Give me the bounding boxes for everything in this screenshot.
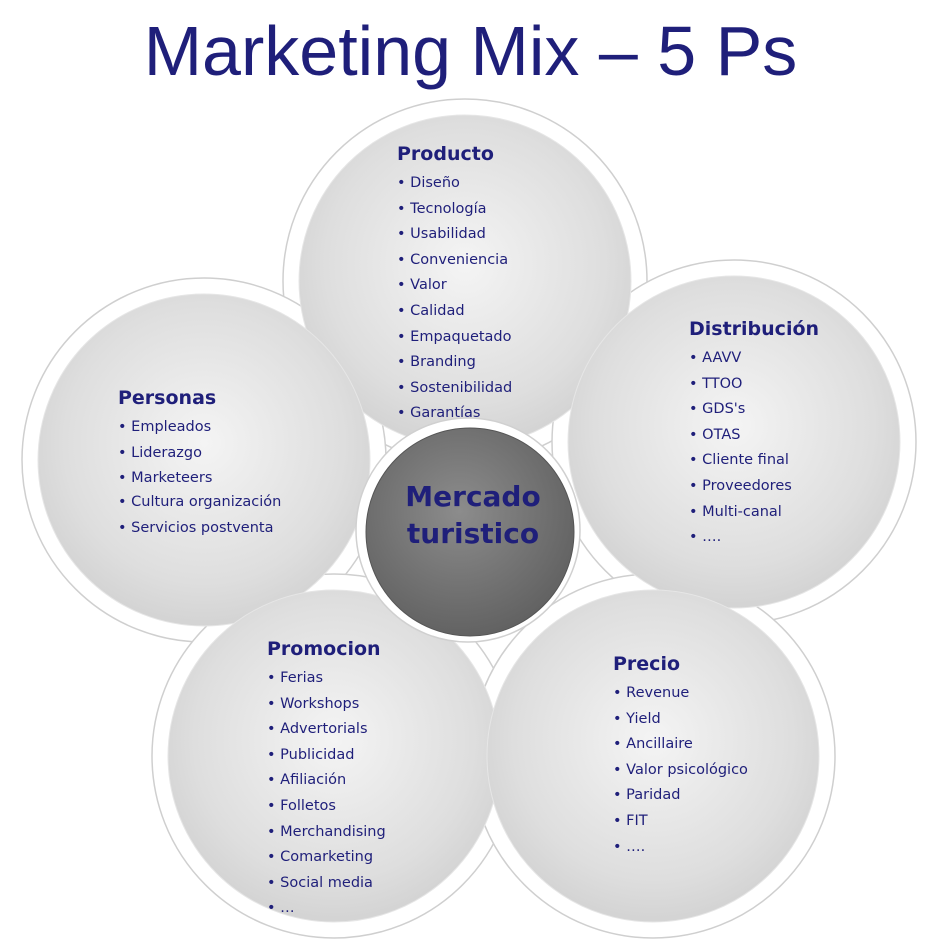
list-item: Empleados (118, 415, 288, 441)
list-item: Advertorials (267, 717, 386, 743)
center-label: Mercado turistico (366, 478, 580, 552)
list-item: FIT (613, 809, 748, 835)
producto-list: Diseño Tecnología Usabilidad Convenienci… (397, 171, 512, 427)
list-item: Calidad (397, 299, 512, 325)
center-label-line1: Mercado (405, 480, 541, 513)
distribucion-list: AAVV TTOO GDS's OTAS Cliente final Prove… (689, 346, 819, 551)
producto-title: Producto (397, 143, 494, 165)
precio-list: Revenue Yield Ancillaire Valor psicológi… (613, 681, 748, 860)
precio-title: Precio (613, 653, 681, 675)
list-item: Diseño (397, 171, 512, 197)
list-item: Folletos (267, 794, 386, 820)
list-item: Comarketing (267, 845, 386, 871)
promocion-block: Promocion Ferias Workshops Advertorials … (267, 638, 386, 922)
list-item: Marketeers (118, 466, 288, 492)
list-item: Tecnología (397, 197, 512, 223)
center-label-line2: turistico (406, 517, 540, 550)
list-item: Valor psicológico (613, 758, 748, 784)
list-item: TTOO (689, 372, 819, 398)
list-item: Revenue (613, 681, 748, 707)
list-item: Yield (613, 707, 748, 733)
list-item: Servicios postventa (118, 516, 288, 542)
list-item: Usabilidad (397, 222, 512, 248)
distribucion-block: Distribución AAVV TTOO GDS's OTAS Client… (689, 318, 819, 551)
list-item: Multi-canal (689, 500, 819, 526)
center-circle (365, 427, 575, 637)
list-item: GDS's (689, 397, 819, 423)
list-item: Liderazgo (118, 441, 288, 467)
list-item: Valor (397, 273, 512, 299)
list-item: Merchandising (267, 820, 386, 846)
precio-block: Precio Revenue Yield Ancillaire Valor ps… (613, 653, 748, 860)
list-item: Ancillaire (613, 732, 748, 758)
list-item: Publicidad (267, 743, 386, 769)
list-item: Afiliación (267, 768, 386, 794)
personas-list: Empleados Liderazgo Marketeers Cultura o… (118, 415, 288, 541)
list-item: Social media (267, 871, 386, 897)
promocion-title: Promocion (267, 638, 381, 660)
list-item: Empaquetado (397, 325, 512, 351)
list-item: OTAS (689, 423, 819, 449)
page-title: Marketing Mix – 5 Ps (143, 12, 798, 90)
promocion-list: Ferias Workshops Advertorials Publicidad… (267, 666, 386, 922)
list-item: Proveedores (689, 474, 819, 500)
personas-block: Personas Empleados Liderazgo Marketeers … (118, 387, 288, 541)
list-item: Cultura organización (118, 492, 288, 513)
personas-title: Personas (118, 387, 217, 409)
list-item: Cliente final (689, 448, 819, 474)
list-item: … (267, 896, 386, 922)
list-item: Branding (397, 350, 512, 376)
list-item: Sostenibilidad (397, 376, 512, 402)
producto-block: Producto Diseño Tecnología Usabilidad Co… (397, 143, 512, 427)
list-item: Garantías (397, 401, 512, 427)
list-item: AAVV (689, 346, 819, 372)
list-item: …. (613, 835, 748, 861)
distribucion-title: Distribución (689, 318, 820, 340)
list-item: Paridad (613, 783, 748, 809)
list-item: Ferias (267, 666, 386, 692)
list-item: …. (689, 525, 819, 551)
list-item: Conveniencia (397, 248, 512, 274)
list-item: Workshops (267, 692, 386, 718)
